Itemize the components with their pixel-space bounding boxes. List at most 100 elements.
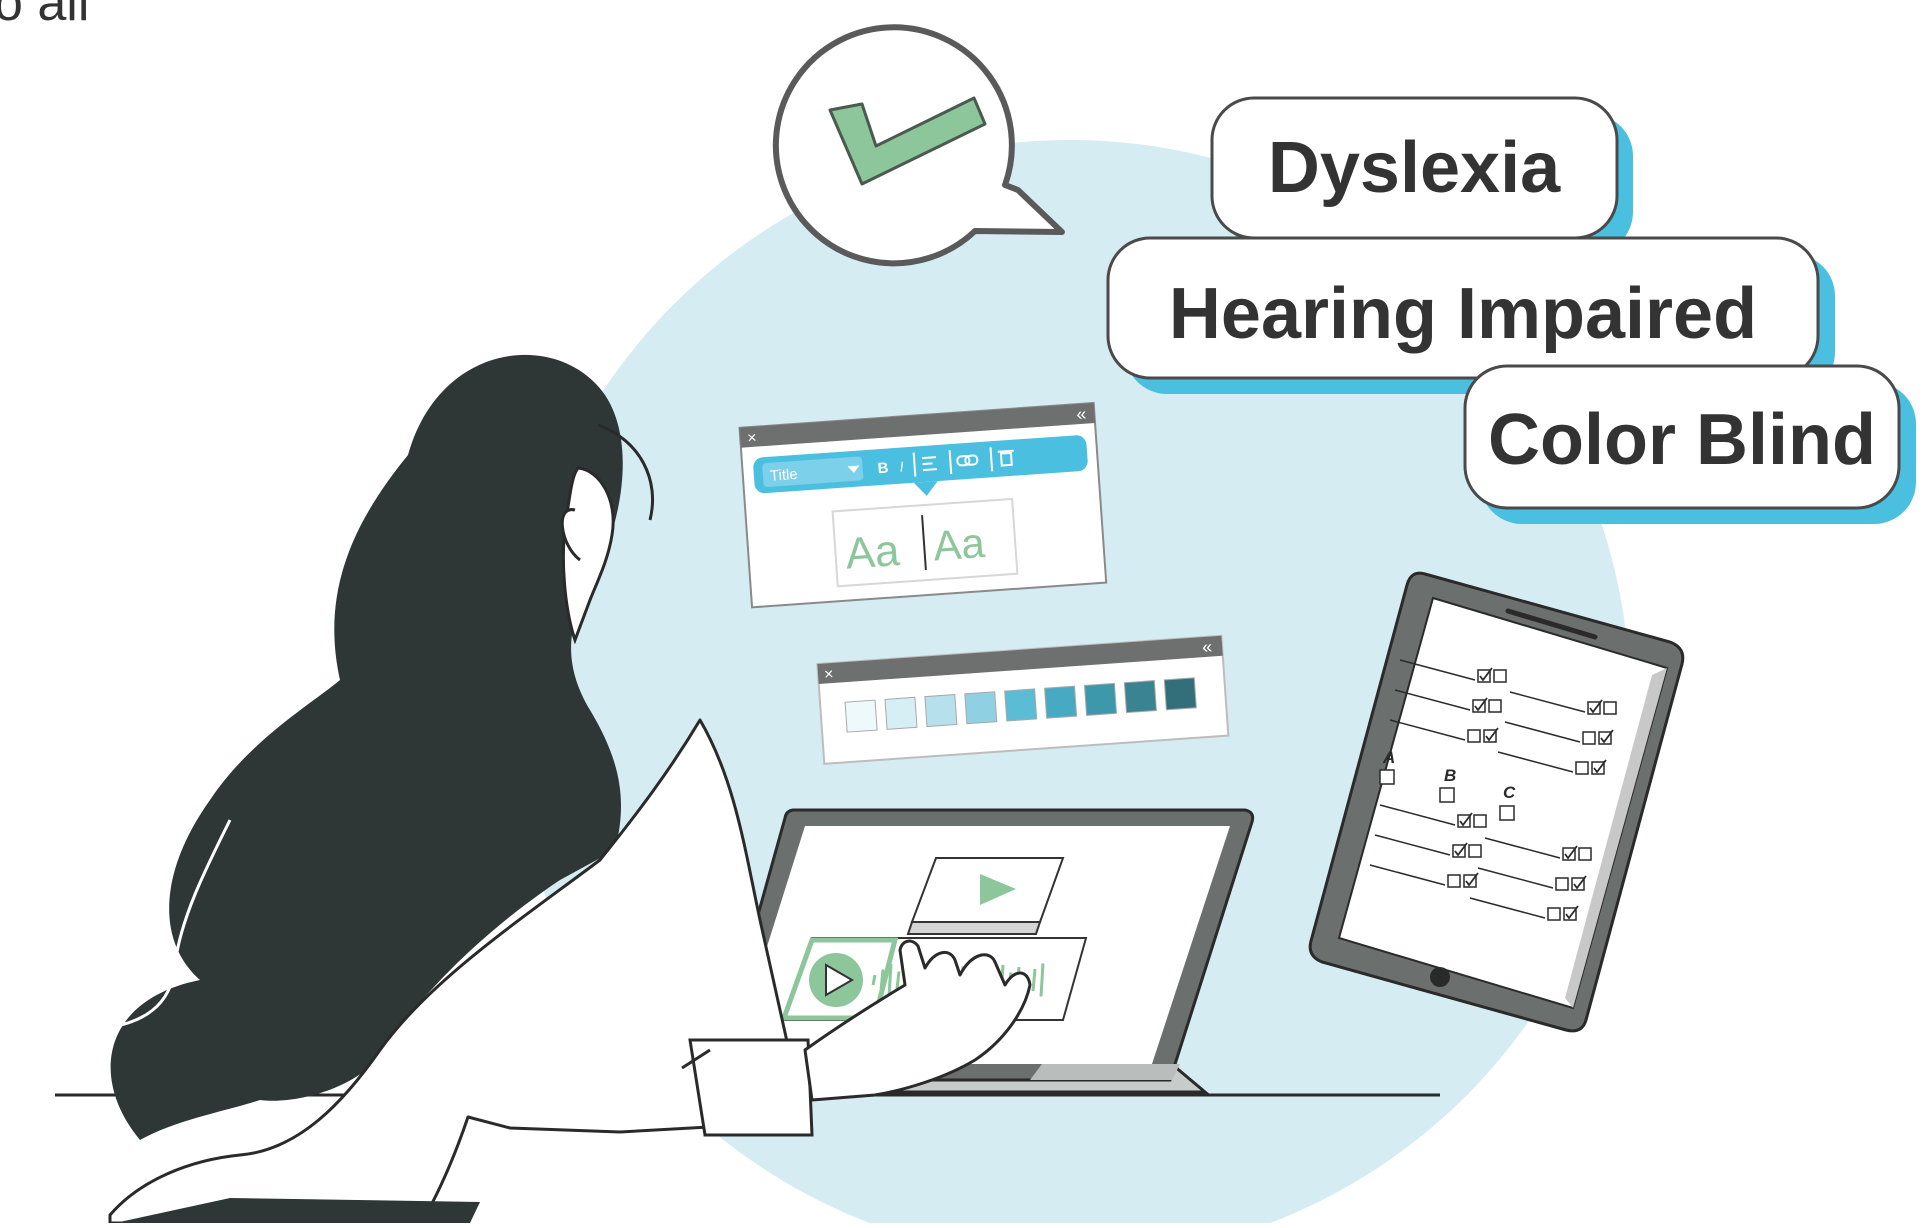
ear: [560, 508, 581, 562]
form-line: [1374, 834, 1451, 856]
chair: [115, 1198, 480, 1223]
bold-icon: B: [877, 459, 889, 477]
checkbox-form: [1369, 659, 1617, 921]
checkmark-icon: [828, 96, 987, 186]
checkbox: [1587, 701, 1601, 715]
option-checkbox: [1439, 787, 1455, 803]
color-swatch: [844, 699, 878, 733]
tag-dyslexia: Dyslexia: [1210, 96, 1633, 254]
tablet-screen-edge: [1565, 668, 1667, 1008]
palette-collapse-icon: «: [1201, 637, 1212, 658]
color-swatch: [1004, 688, 1038, 722]
waveform-bar: [1031, 968, 1037, 992]
option-label-a: A: [1382, 748, 1395, 767]
checkbox: [1477, 669, 1491, 683]
checkbox: [1473, 814, 1487, 828]
checkbox-check-icon: [1564, 845, 1578, 860]
sleeve: [688, 1038, 814, 1137]
video-card: [906, 857, 1065, 935]
waveform-bar: [871, 974, 877, 986]
checkbox-check-icon: [1474, 697, 1488, 712]
checkbox: [1472, 699, 1486, 713]
checkbox-check-icon: [1465, 872, 1479, 887]
tablet-home-button: [1430, 967, 1450, 987]
waveform-bar: [887, 963, 893, 997]
checkbox: [1463, 874, 1477, 888]
color-swatch: [964, 691, 998, 725]
editor-collapse-icon: «: [1076, 404, 1087, 425]
checkbox-check-icon: [1485, 727, 1499, 742]
waveform-bar: [1039, 963, 1045, 997]
checkbox: [1547, 907, 1561, 921]
checkbox: [1582, 731, 1596, 745]
hair-highlight: [74, 819, 232, 1032]
tag-color-label: Color Blind: [1488, 400, 1876, 480]
form-line: [1504, 721, 1581, 743]
link-icon: [956, 454, 979, 467]
form-line: [1469, 897, 1546, 919]
form-line: [1509, 691, 1586, 713]
tablet-speaker: [1505, 608, 1598, 640]
color-swatch: [1123, 680, 1157, 714]
chevron-down-icon: [847, 465, 860, 473]
option-label-b: B: [1444, 766, 1456, 785]
option-checkbox: [1499, 805, 1515, 821]
serif-font-sample: Aa: [844, 526, 902, 579]
form-line: [1389, 719, 1466, 741]
checkbox-check-icon: [1454, 842, 1468, 857]
checkbox: [1447, 874, 1461, 888]
tag-hearing-impaired: Hearing Impaired: [1106, 236, 1835, 394]
option-checkbox: [1379, 769, 1395, 785]
sans-font-sample: Aa: [932, 519, 987, 570]
checkbox-check-icon: [1600, 729, 1614, 744]
form-line: [1497, 751, 1574, 773]
checkbox: [1575, 761, 1589, 775]
checkbox: [1555, 877, 1569, 891]
tag-dyslexia-label: Dyslexia: [1268, 128, 1561, 208]
color-swatch: [1044, 685, 1078, 719]
checkbox: [1452, 844, 1466, 858]
tablet: A B C: [1308, 571, 1685, 1033]
checkbox: [1483, 729, 1497, 743]
checkbox-check-icon: [1589, 699, 1603, 714]
tag-hearing-label: Hearing Impaired: [1169, 274, 1757, 354]
color-swatch: [924, 694, 958, 728]
color-swatch: [1163, 677, 1197, 711]
toolbar-pointer: [913, 481, 938, 496]
palette-close-icon: ×: [824, 666, 835, 684]
hair-outline: [597, 423, 655, 521]
checkbox: [1562, 847, 1576, 861]
checkbox: [1603, 701, 1617, 715]
style-dropdown-label: Title: [769, 466, 798, 485]
play-icon: [980, 874, 1016, 905]
checkbox: [1563, 907, 1577, 921]
checkbox: [1571, 877, 1585, 891]
tag-color-blind: Color Blind: [1463, 364, 1916, 524]
checkbox-check-icon: [1593, 759, 1607, 774]
checkbox: [1598, 731, 1612, 745]
checkbox-check-icon: [1459, 812, 1473, 827]
option-label-c: C: [1503, 783, 1516, 802]
waveform-bar: [895, 971, 901, 989]
checkbox: [1488, 699, 1502, 713]
checkbox-check-icon: [1479, 667, 1493, 682]
color-swatches: [844, 677, 1197, 733]
laptop-trim: [1030, 1064, 1180, 1080]
waveform-bar: [879, 969, 885, 991]
checkbox: [1493, 669, 1507, 683]
color-swatch: [884, 696, 918, 730]
laptop: [710, 808, 1255, 1094]
form-line: [1394, 689, 1471, 711]
hair: [110, 354, 623, 1140]
italic-icon: I: [899, 458, 904, 474]
speech-bubble: [772, 24, 1065, 267]
heading-fragment: o all: [0, 0, 89, 32]
checkbox: [1578, 847, 1592, 861]
hand: [803, 939, 1032, 1102]
style-dropdown: [762, 456, 864, 487]
checkbox-check-icon: [1573, 875, 1587, 890]
form-line: [1484, 837, 1561, 859]
color-swatch: [1083, 682, 1118, 716]
cuff-line: [681, 1048, 711, 1070]
